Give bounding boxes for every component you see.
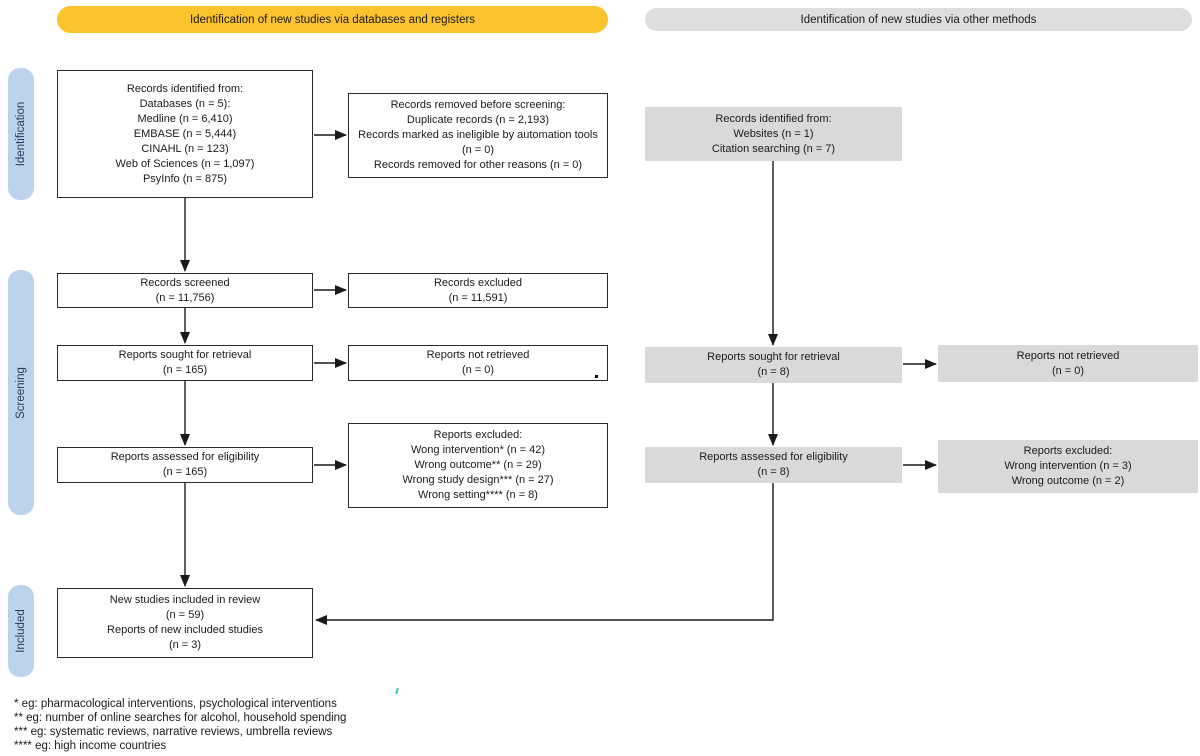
teal-speck-artifact: [395, 687, 399, 695]
sidebar-stage-included: Included: [8, 585, 34, 677]
dot-artifact: [595, 375, 598, 378]
sidebar-stage-identification: Identification: [8, 68, 34, 200]
footnote-3: *** eg: systematic reviews, narrative re…: [14, 726, 333, 738]
box-reports-not-retrieved-other: Reports not retrieved (n = 0): [938, 345, 1198, 382]
box-reports-excluded-databases: Reports excluded: Wong intervention* (n …: [348, 423, 608, 508]
box-reports-sought-databases: Reports sought for retrieval (n = 165): [57, 345, 313, 381]
box-records-identified-databases: Records identified from: Databases (n = …: [57, 70, 313, 198]
box-reports-assessed-databases: Reports assessed for eligibility (n = 16…: [57, 447, 313, 483]
sidebar-stage-screening: Screening: [8, 270, 34, 515]
box-records-screened: Records screened (n = 11,756): [57, 273, 313, 308]
box-new-studies-included: New studies included in review (n = 59) …: [57, 588, 313, 658]
footnote-4: **** eg: high income countries: [14, 740, 167, 752]
box-records-removed-before-screening: Records removed before screening: Duplic…: [348, 93, 608, 178]
footnotes: * eg: pharmacological interventions, psy…: [14, 697, 346, 753]
footnote-2: ** eg: number of online searches for alc…: [14, 712, 347, 724]
box-reports-not-retrieved-databases: Reports not retrieved (n = 0): [348, 345, 608, 381]
sidebar-stage-identification-label: Identification: [15, 101, 27, 167]
header-other-methods: Identification of new studies via other …: [645, 8, 1192, 31]
box-records-identified-other: Records identified from: Websites (n = 1…: [645, 107, 902, 161]
box-reports-excluded-other: Reports excluded: Wrong intervention (n …: [938, 440, 1198, 493]
box-records-excluded: Records excluded (n = 11,591): [348, 273, 608, 308]
sidebar-stage-included-label: Included: [15, 609, 27, 653]
header-databases-registers: Identification of new studies via databa…: [57, 6, 608, 33]
box-reports-sought-other: Reports sought for retrieval (n = 8): [645, 347, 902, 383]
box-reports-assessed-other: Reports assessed for eligibility (n = 8): [645, 447, 902, 483]
sidebar-stage-screening-label: Screening: [15, 366, 27, 419]
footnote-1: * eg: pharmacological interventions, psy…: [14, 698, 337, 710]
